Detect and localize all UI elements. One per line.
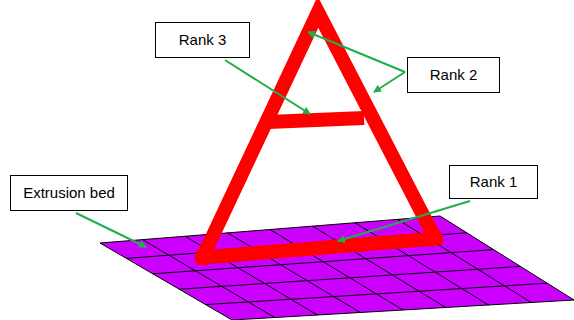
extrusion-bed — [100, 216, 574, 320]
callout-box: Rank 1 — [449, 165, 538, 199]
grid-line — [126, 233, 466, 259]
grid-line — [398, 219, 532, 302]
leader-line — [76, 213, 146, 247]
leader-line — [308, 32, 405, 72]
leader-line — [338, 201, 470, 241]
grid-line — [179, 266, 520, 289]
grid-line — [206, 283, 548, 304]
callout-box: Extrusion bed — [10, 175, 128, 211]
callout-label: Extrusion bed — [23, 184, 115, 202]
rank-1-base — [196, 238, 442, 258]
leader-line — [374, 72, 405, 92]
bed-grid — [126, 219, 547, 317]
callout-label: Rank 1 — [470, 173, 518, 191]
leader-line — [225, 60, 310, 114]
callout-label: Rank 2 — [430, 66, 478, 84]
callout-box: Rank 2 — [407, 57, 500, 93]
rank-3-crossbar — [268, 118, 364, 122]
callout-label: Rank 3 — [179, 31, 227, 49]
callout-box: Rank 3 — [155, 22, 250, 58]
